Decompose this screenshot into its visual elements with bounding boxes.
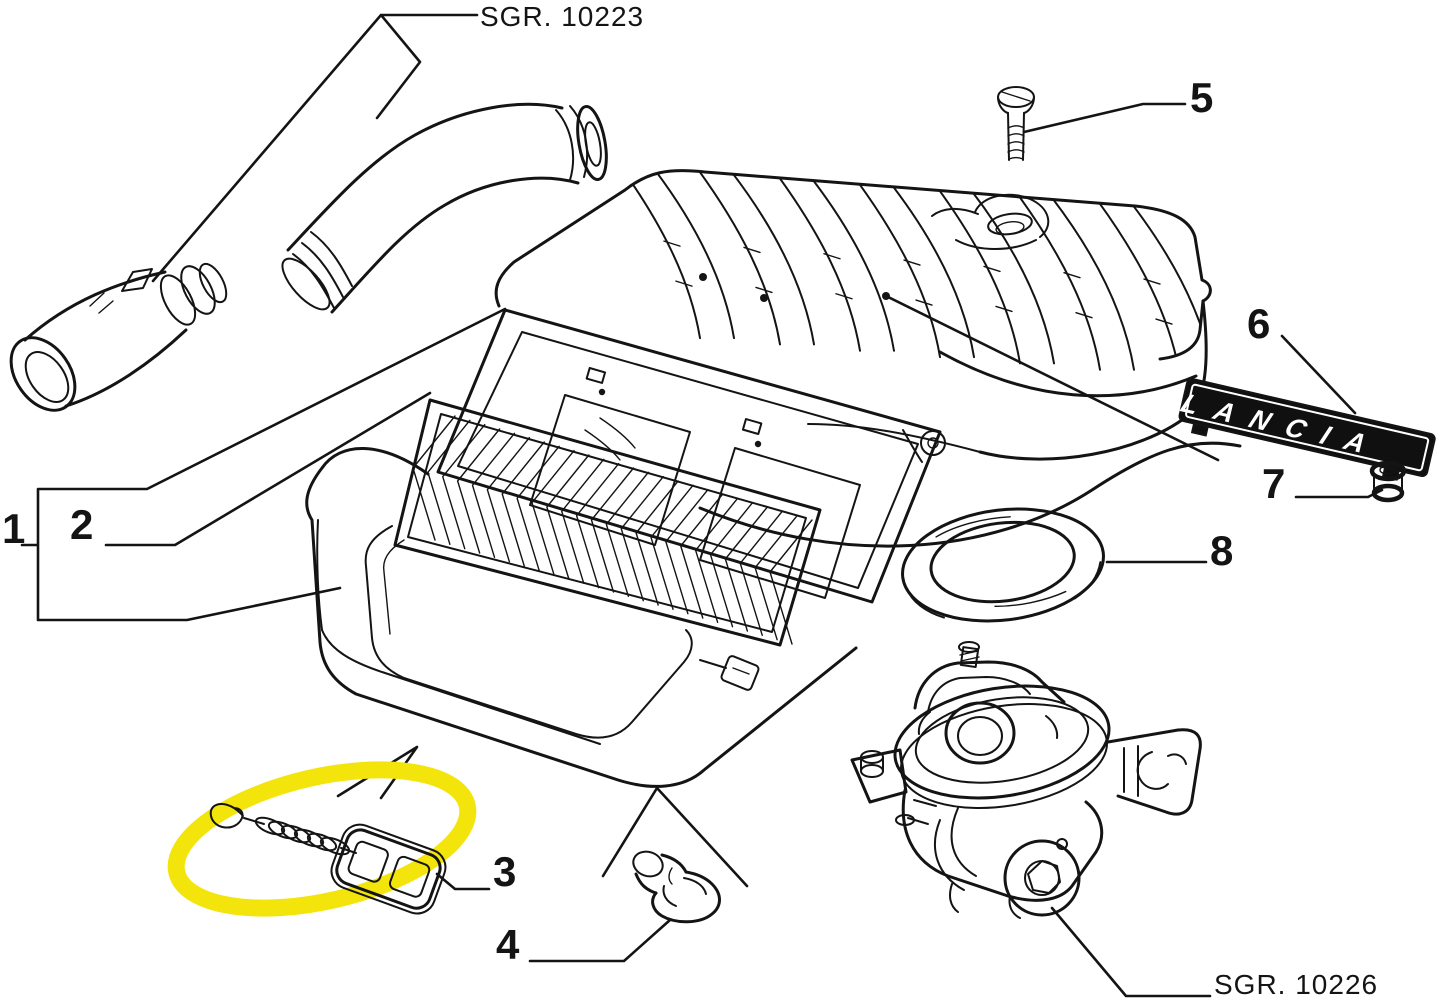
leader-sgr-top bbox=[151, 13, 479, 283]
leader-part7 bbox=[1294, 488, 1384, 499]
leader-part3 bbox=[435, 872, 491, 891]
pointer-part3 bbox=[336, 745, 419, 800]
air-cleaner-cover bbox=[494, 169, 1212, 461]
part-label-2: 2 bbox=[70, 501, 94, 548]
filter-pleats bbox=[412, 415, 813, 645]
grommet bbox=[1369, 460, 1407, 503]
rubber-mount bbox=[632, 850, 721, 924]
leader-part4 bbox=[528, 918, 672, 963]
group-label-sgr-10223: SGR. 10223 bbox=[480, 1, 645, 32]
cover-hole-line bbox=[884, 294, 1220, 462]
lower-housing bbox=[305, 447, 858, 788]
leader-part6 bbox=[1280, 334, 1357, 415]
leader-part5 bbox=[1022, 102, 1187, 134]
corrugated-hose bbox=[281, 102, 608, 314]
group-label-sgr-10226: SGR. 10226 bbox=[1214, 969, 1379, 1000]
clip-buckle bbox=[330, 823, 447, 915]
screw bbox=[997, 86, 1035, 161]
cover-ribs bbox=[617, 170, 1211, 378]
intake-snorkel bbox=[9, 262, 228, 412]
carburetor bbox=[850, 641, 1202, 919]
spring-coils bbox=[254, 816, 351, 856]
highlight-ellipse bbox=[167, 761, 477, 917]
part-label-8: 8 bbox=[1210, 527, 1234, 574]
seal-ring bbox=[901, 507, 1105, 623]
filter-frame bbox=[436, 308, 942, 604]
bracket-part1 bbox=[20, 307, 507, 622]
part-label-7: 7 bbox=[1262, 460, 1286, 507]
spring-clip-part bbox=[167, 761, 477, 917]
part-label-4: 4 bbox=[496, 921, 520, 968]
leader-lines bbox=[20, 13, 1384, 998]
filter-element bbox=[393, 398, 822, 647]
leader-sgr-bottom bbox=[1050, 906, 1212, 998]
part-label-3: 3 bbox=[493, 848, 517, 895]
part-label-5: 5 bbox=[1190, 74, 1214, 121]
leader-part2 bbox=[104, 391, 432, 547]
pointer-part4 bbox=[601, 786, 749, 888]
part-label-6: 6 bbox=[1247, 300, 1271, 347]
part-label-1: 1 bbox=[2, 505, 26, 552]
